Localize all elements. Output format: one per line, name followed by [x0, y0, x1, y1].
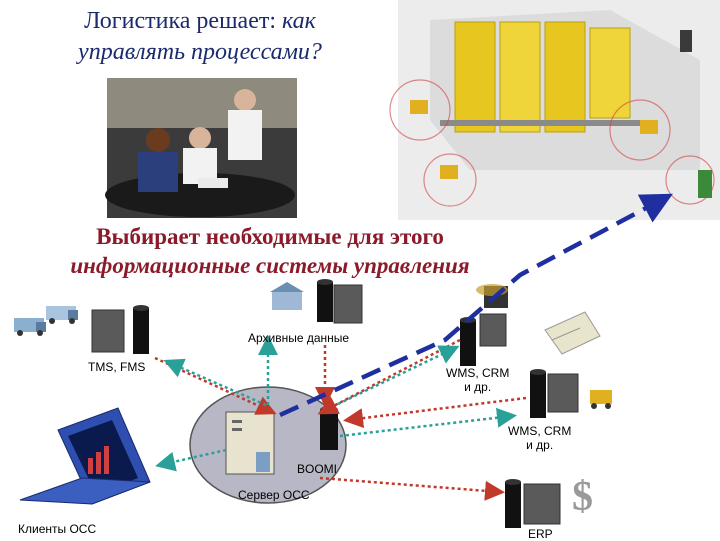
erp-server-icon: $ — [505, 474, 593, 528]
subtitle-line2: информационные системы управления — [70, 253, 470, 278]
archive-label: Архивные данные — [248, 331, 350, 345]
archive-building-icon — [270, 282, 304, 310]
laptop-icon — [19, 407, 151, 505]
wms-server-icon-1 — [460, 284, 508, 366]
clients-label: Клиенты ОСС — [18, 522, 97, 536]
wms-server-icon-2 — [530, 369, 612, 418]
boomi-database-icon — [320, 406, 338, 450]
trucks-icon — [14, 306, 78, 336]
archive-server-icon — [317, 279, 363, 324]
barcode-scanner-icon — [544, 311, 601, 355]
boomi-label: BOOMI — [297, 462, 338, 476]
dashed-link-line — [279, 193, 673, 418]
title-line2: управлять процессами? — [78, 39, 322, 65]
data-flow-arrows — [154, 335, 527, 501]
wms-label-1: WMS, CRM и др. — [446, 366, 510, 394]
server-label: Сервер ОСС — [238, 488, 310, 502]
subtitle-line1: Выбирает необходимые для этого — [96, 224, 444, 249]
tms-server-icon — [91, 305, 149, 354]
svg-text:$: $ — [572, 474, 593, 520]
page-title: Логистика решает: как управлять процесса… — [20, 6, 380, 68]
tms-label: TMS, FMS — [88, 360, 146, 374]
occ-server-icon — [225, 411, 275, 475]
title-line1: Логистика решает: как — [84, 8, 316, 34]
subtitle: Выбирает необходимые для этого информаци… — [20, 222, 520, 280]
meeting-photo — [105, 78, 297, 218]
erp-label: ERP — [528, 527, 553, 541]
wms-label-2: WMS, CRM и др. — [508, 424, 572, 452]
warehouse-illustration — [389, 0, 720, 220]
